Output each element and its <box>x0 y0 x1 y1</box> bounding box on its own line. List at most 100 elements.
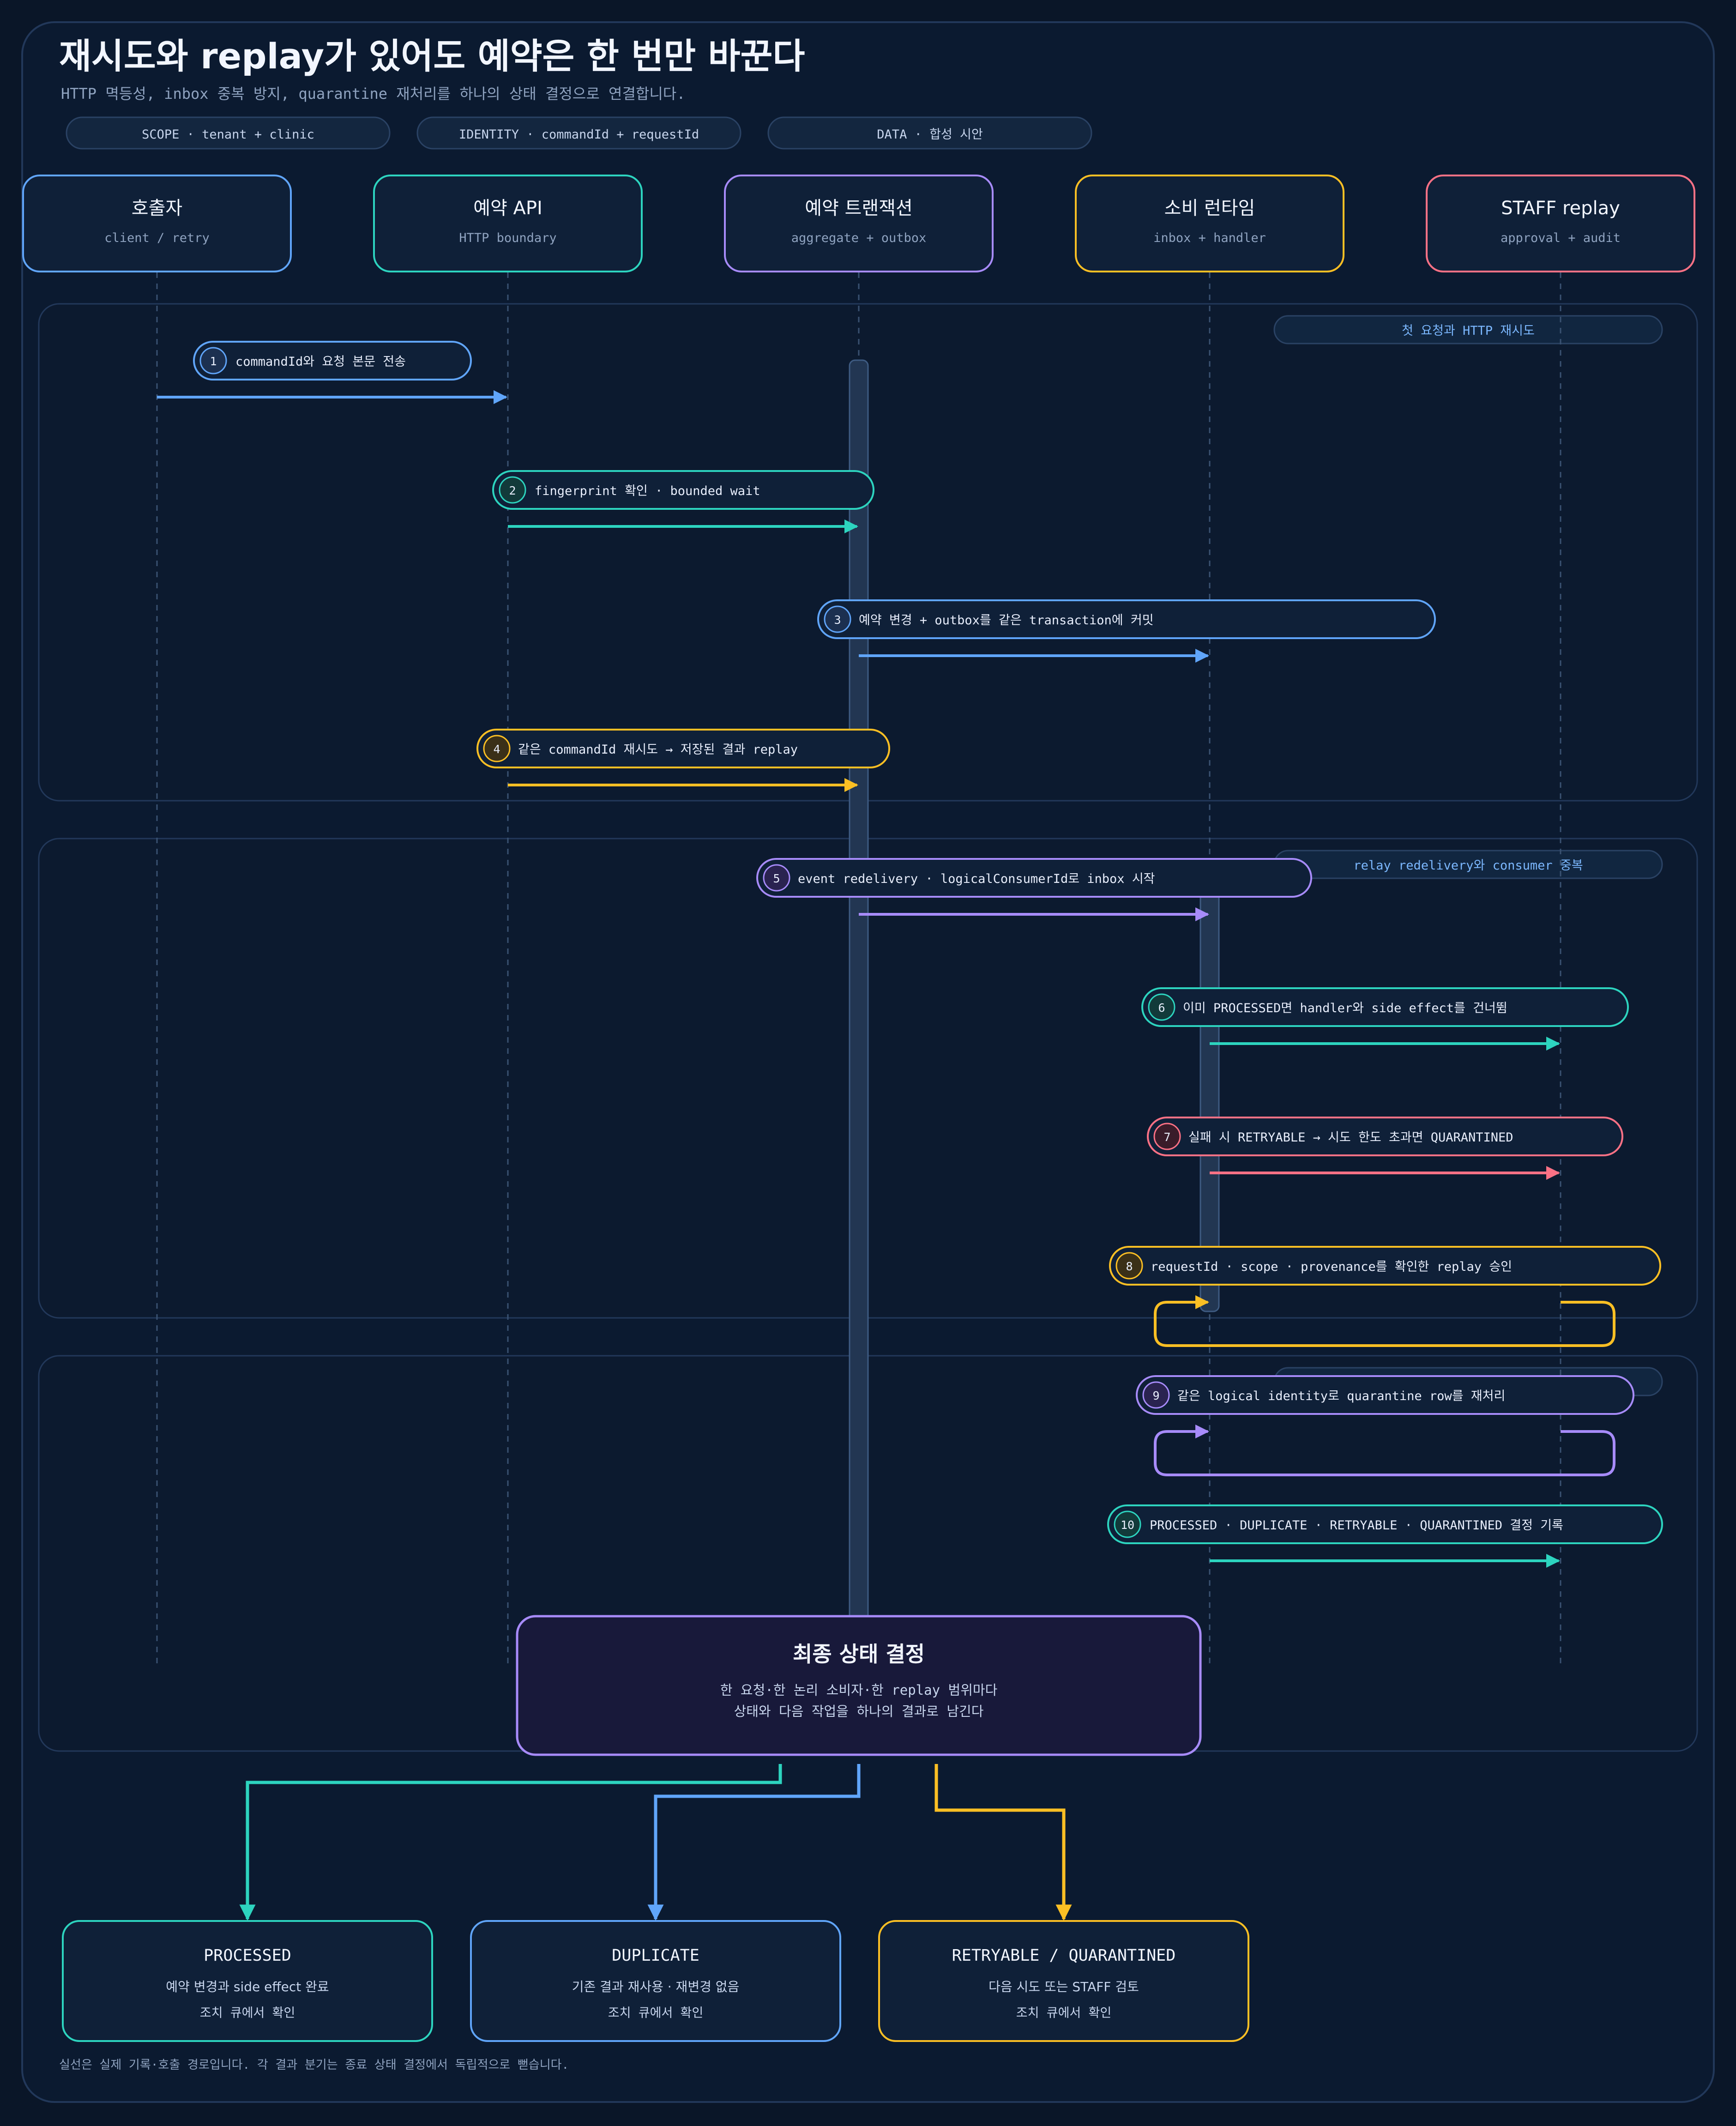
outcome-retryable-desc: 다음 시도 또는 STAFF 검토 <box>989 1979 1139 1994</box>
step-9-loop-arrow <box>1154 1425 1615 1476</box>
step-10-badge <box>1114 1510 1141 1538</box>
step-2: 2 fingerprint 확인 · bounded wait <box>492 470 874 533</box>
final-decision-title: 최종 상태 결정 <box>793 1642 925 1667</box>
identity-chip-label: IDENTITY · commandId + requestId <box>459 127 699 142</box>
participant-caller: 호출자 client / retry <box>22 175 292 272</box>
scope-chip-label: SCOPE · tenant + clinic <box>142 127 314 142</box>
outcome-card-processed: PROCESSED 예약 변경과 side effect 완료 조치 큐에서 확… <box>62 1920 433 2042</box>
group-label-http: 첫 요청과 HTTP 재시도 <box>1273 315 1663 344</box>
final-decision-line2: 상태와 다음 작업을 하나의 결과로 남긴다 <box>734 1703 984 1719</box>
step-8: 8 requestId · scope · provenance를 확인한 re… <box>1109 1246 1661 1347</box>
step-5-label: event redelivery · logicalConsumerId로 in… <box>798 872 1155 886</box>
step-2-badge <box>499 476 526 504</box>
participant-staff-sub: approval + audit <box>1501 231 1621 245</box>
step-3: 3 예약 변경 + outbox를 같은 transaction에 커밋 <box>817 599 1436 663</box>
step-3-label: 예약 변경 + outbox를 같은 transaction에 커밋 <box>859 613 1154 628</box>
footer-note: 실선은 실제 기록·호출 경로입니다. 각 결과 분기는 종료 상태 결정에서 … <box>59 2058 569 2072</box>
step-5-number: 5 <box>773 872 780 885</box>
step-1-number: 1 <box>210 355 217 368</box>
participant-caller-sub: client / retry <box>104 231 210 245</box>
step-8-pill <box>1109 1246 1661 1286</box>
step-8-label: requestId · scope · provenance를 확인한 repl… <box>1151 1260 1512 1274</box>
page-title: 재시도와 replay가 있어도 예약은 한 번만 바꾼다 <box>59 36 805 77</box>
step-8-number: 8 <box>1126 1260 1133 1273</box>
data-chip: DATA · 합성 시안 <box>767 116 1092 150</box>
participant-consumer: 소비 런타임 inbox + handler <box>1075 175 1344 272</box>
step-7: 7 실패 시 RETRYABLE → 시도 한도 초과면 QUARANTINED <box>1147 1117 1623 1180</box>
group-label-relay: relay redelivery와 consumer 중복 <box>1273 850 1663 879</box>
participant-transaction: 예약 트랜잭션 aggregate + outbox <box>724 175 994 272</box>
step-9-label: 같은 logical identity로 quarantine row를 재처리 <box>1177 1389 1505 1403</box>
participant-transaction-name: 예약 트랜잭션 <box>805 198 913 219</box>
outcome-duplicate-note: 조치 큐에서 확인 <box>608 2006 703 2020</box>
outcome-processed-note: 조치 큐에서 확인 <box>200 2006 295 2020</box>
outcome-retryable-title: RETRYABLE / QUARANTINED <box>952 1946 1176 1965</box>
step-7-badge <box>1153 1123 1181 1150</box>
participant-staff-name: STAFF replay <box>1501 198 1620 219</box>
step-2-pill <box>492 470 874 510</box>
step-6-pill <box>1141 987 1629 1027</box>
identity-chip: IDENTITY · commandId + requestId <box>416 116 741 150</box>
step-6-number: 6 <box>1158 1001 1165 1015</box>
step-6-badge <box>1148 993 1175 1021</box>
group-label-relay-text: relay redelivery와 consumer 중복 <box>1353 858 1583 873</box>
outcome-duplicate-title: DUPLICATE <box>612 1946 699 1965</box>
step-1: 1 commandId와 요청 본문 전송 <box>157 341 507 404</box>
step-2-label: fingerprint 확인 · bounded wait <box>535 484 760 498</box>
activation-bar-transaction <box>849 359 869 1626</box>
outcome-processed-title: PROCESSED <box>204 1946 291 1965</box>
step-7-number: 7 <box>1163 1130 1170 1144</box>
step-7-pill <box>1147 1117 1623 1156</box>
step-4-label: 같은 commandId 재시도 → 저장된 결과 replay <box>518 743 798 757</box>
step-7-label: 실패 시 RETRYABLE → 시도 한도 초과면 QUARANTINED <box>1188 1130 1513 1145</box>
scope-chip: SCOPE · tenant + clinic <box>66 116 391 150</box>
outcome-card-retryable: RETRYABLE / QUARANTINED 다음 시도 또는 STAFF 검… <box>878 1920 1249 2042</box>
step-5-pill <box>756 858 1312 898</box>
step-2-number: 2 <box>509 484 516 497</box>
participant-consumer-name: 소비 런타임 <box>1164 198 1255 219</box>
step-4-number: 4 <box>493 743 500 756</box>
step-8-badge <box>1115 1252 1143 1280</box>
branch-connector-processed <box>239 1764 782 1921</box>
step-9: 9 같은 logical identity로 quarantine row를 재… <box>1136 1375 1634 1476</box>
branch-connector-retryable <box>934 1764 1072 1921</box>
participant-consumer-sub: inbox + handler <box>1153 231 1266 245</box>
step-9-pill <box>1136 1375 1634 1415</box>
step-10-number: 10 <box>1121 1518 1134 1532</box>
step-6: 6 이미 PROCESSED면 handler와 side effect를 건너… <box>1141 987 1629 1051</box>
step-5-badge <box>763 864 790 892</box>
page-subtitle: HTTP 멱등성, inbox 중복 방지, quarantine 재처리를 하… <box>61 85 686 103</box>
step-1-pill <box>193 341 472 381</box>
participant-caller-name: 호출자 <box>132 198 182 219</box>
step-3-pill <box>817 599 1436 639</box>
outcome-processed-desc: 예약 변경과 side effect 완료 <box>166 1979 329 1994</box>
step-5: 5 event redelivery · logicalConsumerId로 … <box>756 858 1312 921</box>
step-1-badge <box>199 347 227 374</box>
participant-api: 예약 API HTTP boundary <box>373 175 643 272</box>
step-3-number: 3 <box>834 613 841 627</box>
step-3-badge <box>824 605 851 633</box>
branch-connector-duplicate <box>647 1764 861 1921</box>
step-9-badge <box>1142 1381 1170 1409</box>
outcome-retryable-note: 조치 큐에서 확인 <box>1016 2006 1111 2020</box>
step-1-label: commandId와 요청 본문 전송 <box>235 355 406 369</box>
step-8-loop-arrow <box>1154 1295 1615 1347</box>
outcome-card-duplicate: DUPLICATE 기존 결과 재사용 · 재변경 없음 조치 큐에서 확인 <box>470 1920 841 2042</box>
step-6-label: 이미 PROCESSED면 handler와 side effect를 건너뜀 <box>1183 1001 1507 1015</box>
data-chip-label: DATA · 합성 시안 <box>877 127 983 142</box>
step-4: 4 같은 commandId 재시도 → 저장된 결과 replay <box>476 729 890 792</box>
step-9-number: 9 <box>1152 1389 1159 1402</box>
outcome-duplicate-desc: 기존 결과 재사용 · 재변경 없음 <box>572 1979 740 1994</box>
participant-api-sub: HTTP boundary <box>459 231 556 245</box>
final-decision-line1: 한 요청·한 논리 소비자·한 replay 범위마다 <box>720 1682 998 1698</box>
participant-api-name: 예약 API <box>473 198 542 219</box>
step-10-label: PROCESSED · DUPLICATE · RETRYABLE · QUAR… <box>1150 1518 1563 1533</box>
participant-staff: STAFF replay approval + audit <box>1426 175 1695 272</box>
step-10-pill <box>1107 1504 1663 1544</box>
group-label-http-text: 첫 요청과 HTTP 재시도 <box>1402 324 1535 338</box>
step-10: 10 PROCESSED · DUPLICATE · RETRYABLE · Q… <box>1107 1504 1663 1568</box>
final-decision-box: 최종 상태 결정 한 요청·한 논리 소비자·한 replay 범위마다 상태와… <box>516 1615 1202 1756</box>
step-4-pill <box>476 729 890 768</box>
